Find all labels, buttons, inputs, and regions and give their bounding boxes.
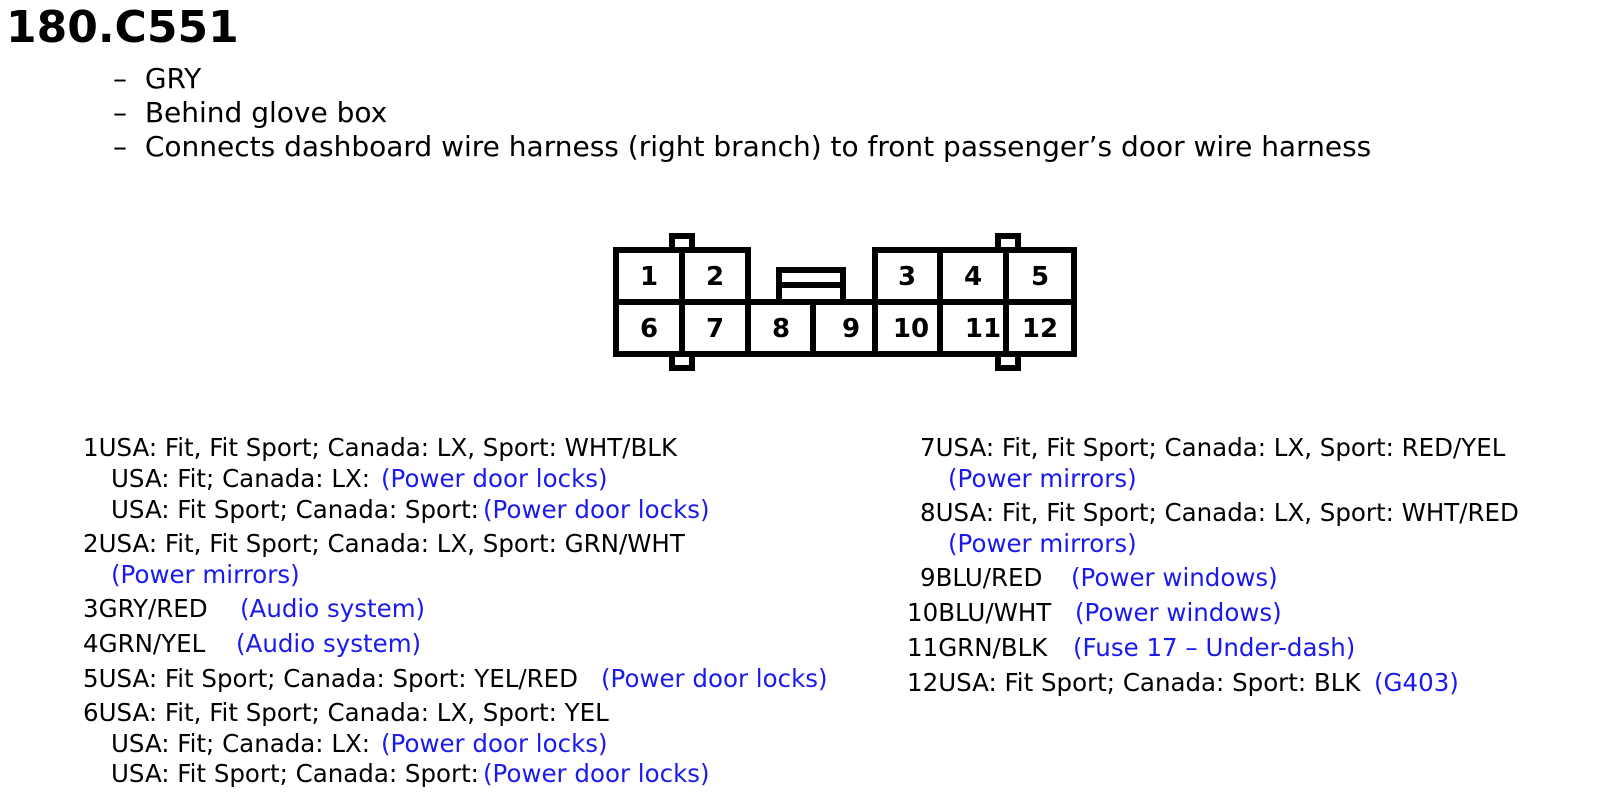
pin-row-5: 5USA: Fit Sport; Canada: Sport: YEL/RED xyxy=(83,665,578,693)
variant-condition: USA: Fit Sport; Canada: Sport: xyxy=(111,495,479,524)
pin-10-link[interactable]: (Power windows) xyxy=(1075,598,1282,627)
connector-details: GRY Behind glove box Connects dashboard … xyxy=(113,62,1371,164)
pin-index: 12 xyxy=(907,668,939,697)
pin-1-variant: USA: Fit Sport; Canada: Sport: xyxy=(111,496,479,524)
pin-number: 4 xyxy=(964,262,982,292)
connector-location: Behind glove box xyxy=(113,96,1371,130)
pin-index: 9 xyxy=(920,563,936,592)
pin-1-variant-link[interactable]: (Power door locks) xyxy=(381,464,608,493)
pin-1-variant-link[interactable]: (Power door locks) xyxy=(483,495,710,524)
pin-row-7: 7USA: Fit, Fit Sport; Canada: LX, Sport:… xyxy=(920,434,1505,462)
pin-9-link[interactable]: (Power windows) xyxy=(1071,563,1278,592)
pin-6-variant: USA: Fit; Canada: LX: xyxy=(111,730,370,758)
pin-number: 5 xyxy=(1031,262,1049,292)
pin-number: 10 xyxy=(893,314,929,344)
pin-row-6: 6USA: Fit, Fit Sport; Canada: LX, Sport:… xyxy=(83,699,609,727)
pin-index: 7 xyxy=(920,433,936,462)
pin-description: USA: Fit, Fit Sport; Canada: LX, Sport: … xyxy=(935,498,1519,527)
pin-number: 12 xyxy=(1022,314,1058,344)
connector-connects: Connects dashboard wire harness (right b… xyxy=(113,130,1371,164)
variant-condition: USA: Fit; Canada: LX: xyxy=(111,464,371,493)
pin-index: 10 xyxy=(907,598,939,627)
pin-row-11: 11GRN/BLK xyxy=(907,634,1047,662)
pin-8-link[interactable]: (Power mirrors) xyxy=(948,529,1137,558)
pin-12-link[interactable]: (G403) xyxy=(1374,668,1459,697)
pin-index: 8 xyxy=(920,498,936,527)
pin-number: 2 xyxy=(706,262,724,292)
pin-2-link[interactable]: (Power mirrors) xyxy=(111,560,300,589)
pin-5-link[interactable]: (Power door locks) xyxy=(601,664,828,693)
pin-6-variant-link[interactable]: (Power door locks) xyxy=(381,729,608,758)
pin-number: 7 xyxy=(706,314,724,344)
pin-number: 9 xyxy=(842,314,860,344)
pin-4-link[interactable]: (Audio system) xyxy=(236,629,422,658)
pin-index: 5 xyxy=(83,664,99,693)
pin-index: 3 xyxy=(83,594,99,623)
pin-row-9: 9BLU/RED xyxy=(920,564,1042,592)
pin-index: 4 xyxy=(83,629,99,658)
pin-description: USA: Fit, Fit Sport; Canada: LX, Sport: … xyxy=(935,433,1506,462)
pin-row-1: 1USA: Fit, Fit Sport; Canada: LX, Sport:… xyxy=(83,434,677,462)
pin-number: 6 xyxy=(640,314,658,344)
pin-row-10: 10BLU/WHT xyxy=(907,599,1051,627)
pin-description: USA: Fit, Fit Sport; Canada: LX, Sport: … xyxy=(98,698,609,727)
variant-condition: USA: Fit Sport; Canada: Sport: xyxy=(111,759,479,788)
pin-row-8: 8USA: Fit, Fit Sport; Canada: LX, Sport:… xyxy=(920,499,1519,527)
pin-row-12: 12USA: Fit Sport; Canada: Sport: BLK xyxy=(907,669,1360,697)
pin-number: 1 xyxy=(640,262,658,292)
pin-index: 2 xyxy=(83,529,99,558)
pin-11-link[interactable]: (Fuse 17 – Under-dash) xyxy=(1073,633,1356,662)
pin-index: 6 xyxy=(83,698,99,727)
pin-1-variant: USA: Fit; Canada: LX: xyxy=(111,465,370,493)
pin-number: 11 xyxy=(965,314,1001,344)
connector-color: GRY xyxy=(113,62,1371,96)
pin-7-link[interactable]: (Power mirrors) xyxy=(948,464,1137,493)
pin-description: GRN/BLK xyxy=(938,633,1048,662)
pin-description: USA: Fit, Fit Sport; Canada: LX, Sport: … xyxy=(98,433,678,462)
pin-6-variant-link[interactable]: (Power door locks) xyxy=(483,759,710,788)
pin-description: GRN/YEL xyxy=(98,629,206,658)
variant-condition: USA: Fit; Canada: LX: xyxy=(111,729,371,758)
pin-row-4: 4GRN/YEL xyxy=(83,630,205,658)
pin-index: 1 xyxy=(83,433,99,462)
pin-description: USA: Fit, Fit Sport; Canada: LX, Sport: … xyxy=(98,529,685,558)
pin-description: BLU/RED xyxy=(935,563,1043,592)
pin-row-2: 2USA: Fit, Fit Sport; Canada: LX, Sport:… xyxy=(83,530,685,558)
pin-3-link[interactable]: (Audio system) xyxy=(240,594,426,623)
pin-description: USA: Fit Sport; Canada: Sport: BLK xyxy=(938,668,1361,697)
pin-description: USA: Fit Sport; Canada: Sport: YEL/RED xyxy=(98,664,579,693)
connector-title: 180.C551 xyxy=(6,2,239,53)
pin-description: BLU/WHT xyxy=(938,598,1052,627)
pin-number: 3 xyxy=(898,262,916,292)
pin-index: 11 xyxy=(907,633,939,662)
pin-6-variant: USA: Fit Sport; Canada: Sport: xyxy=(111,760,479,788)
pin-number: 8 xyxy=(772,314,790,344)
pin-row-3: 3GRY/RED xyxy=(83,595,208,623)
pin-description: GRY/RED xyxy=(98,594,208,623)
